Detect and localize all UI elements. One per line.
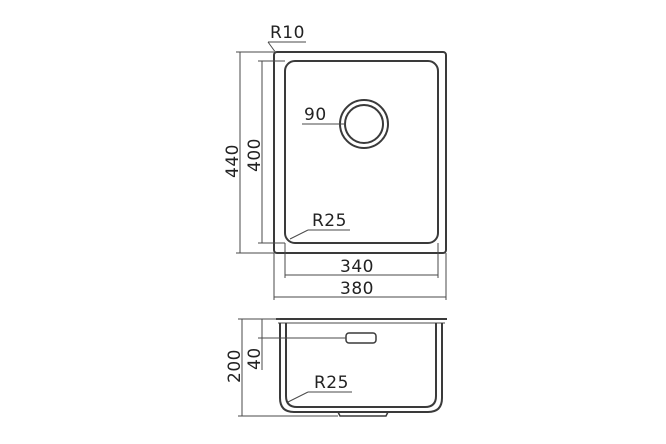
bottom-radius-leader xyxy=(287,391,309,403)
bowl-profile-inner xyxy=(285,323,437,408)
outer-rim-outline xyxy=(273,51,447,254)
inner-radius-leader xyxy=(289,229,309,240)
bowl-profile-outer xyxy=(279,323,443,413)
top-view: 90 R10 R25 440 400 340 380 xyxy=(223,23,447,300)
drain-inner-circle xyxy=(344,104,384,144)
side-view: 200 40 R25 xyxy=(225,318,447,417)
dim-380-label: 380 xyxy=(340,279,374,299)
drain-diameter-label: 90 xyxy=(304,105,327,125)
inner-bowl-outline xyxy=(284,60,439,244)
dim-340-label: 340 xyxy=(340,257,374,277)
dim-200-label: 200 xyxy=(225,349,245,383)
overflow-slot xyxy=(345,332,377,344)
inner-radius-label: R25 xyxy=(312,211,347,231)
bottom-radius-label: R25 xyxy=(314,373,349,393)
drain-outer-circle xyxy=(339,99,389,149)
drain-stub xyxy=(337,411,389,417)
dim-40-label: 40 xyxy=(245,347,265,370)
dim-440-label: 440 xyxy=(223,144,243,178)
outer-radius-label: R10 xyxy=(270,23,305,43)
outer-radius-leader xyxy=(267,41,277,54)
dim-400-label: 400 xyxy=(245,138,265,172)
